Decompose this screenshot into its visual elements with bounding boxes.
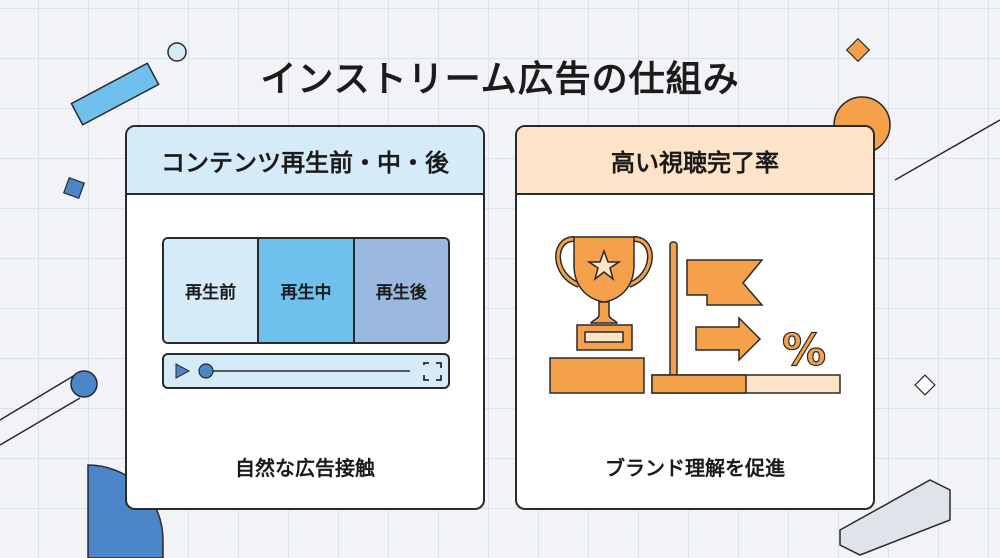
rect-decoration	[70, 62, 160, 126]
flag-pole	[669, 241, 678, 378]
square-decoration	[62, 176, 86, 200]
card-completion-rate: 高い視聴完了率 % ブランド理解を促進	[515, 125, 875, 510]
play-icon	[175, 363, 191, 379]
card-ad-timing: コンテンツ再生前・中・後 再生前 再生中 再生後 自然な広告接触	[125, 125, 485, 510]
fullscreen-icon	[423, 362, 442, 381]
percent-icon: %	[782, 325, 826, 376]
circle-decoration	[167, 42, 187, 62]
progress-thumb	[198, 363, 214, 379]
trophy-icon	[549, 236, 653, 394]
card-header: 高い視聴完了率	[517, 127, 873, 195]
playback-segments: 再生前 再生中 再生後	[162, 237, 450, 344]
diamond-decoration	[845, 37, 871, 63]
card-footer: ブランド理解を促進	[605, 456, 785, 480]
page-title: インストリーム広告の仕組み	[260, 59, 740, 100]
arrow-right-icon	[695, 316, 762, 362]
completion-bar-fill	[651, 374, 747, 394]
card-footer: 自然な広告接触	[235, 456, 375, 480]
block-decoration	[839, 479, 951, 556]
circle-decoration	[70, 370, 98, 398]
segment-mid-roll: 再生中	[257, 239, 353, 342]
flag-icon	[686, 259, 764, 306]
segment-pre-roll: 再生前	[164, 239, 258, 342]
video-player-bar	[162, 353, 450, 389]
completion-illustration: %	[549, 236, 841, 394]
segment-post-roll: 再生後	[352, 239, 448, 342]
card-header: コンテンツ再生前・中・後	[127, 127, 483, 195]
